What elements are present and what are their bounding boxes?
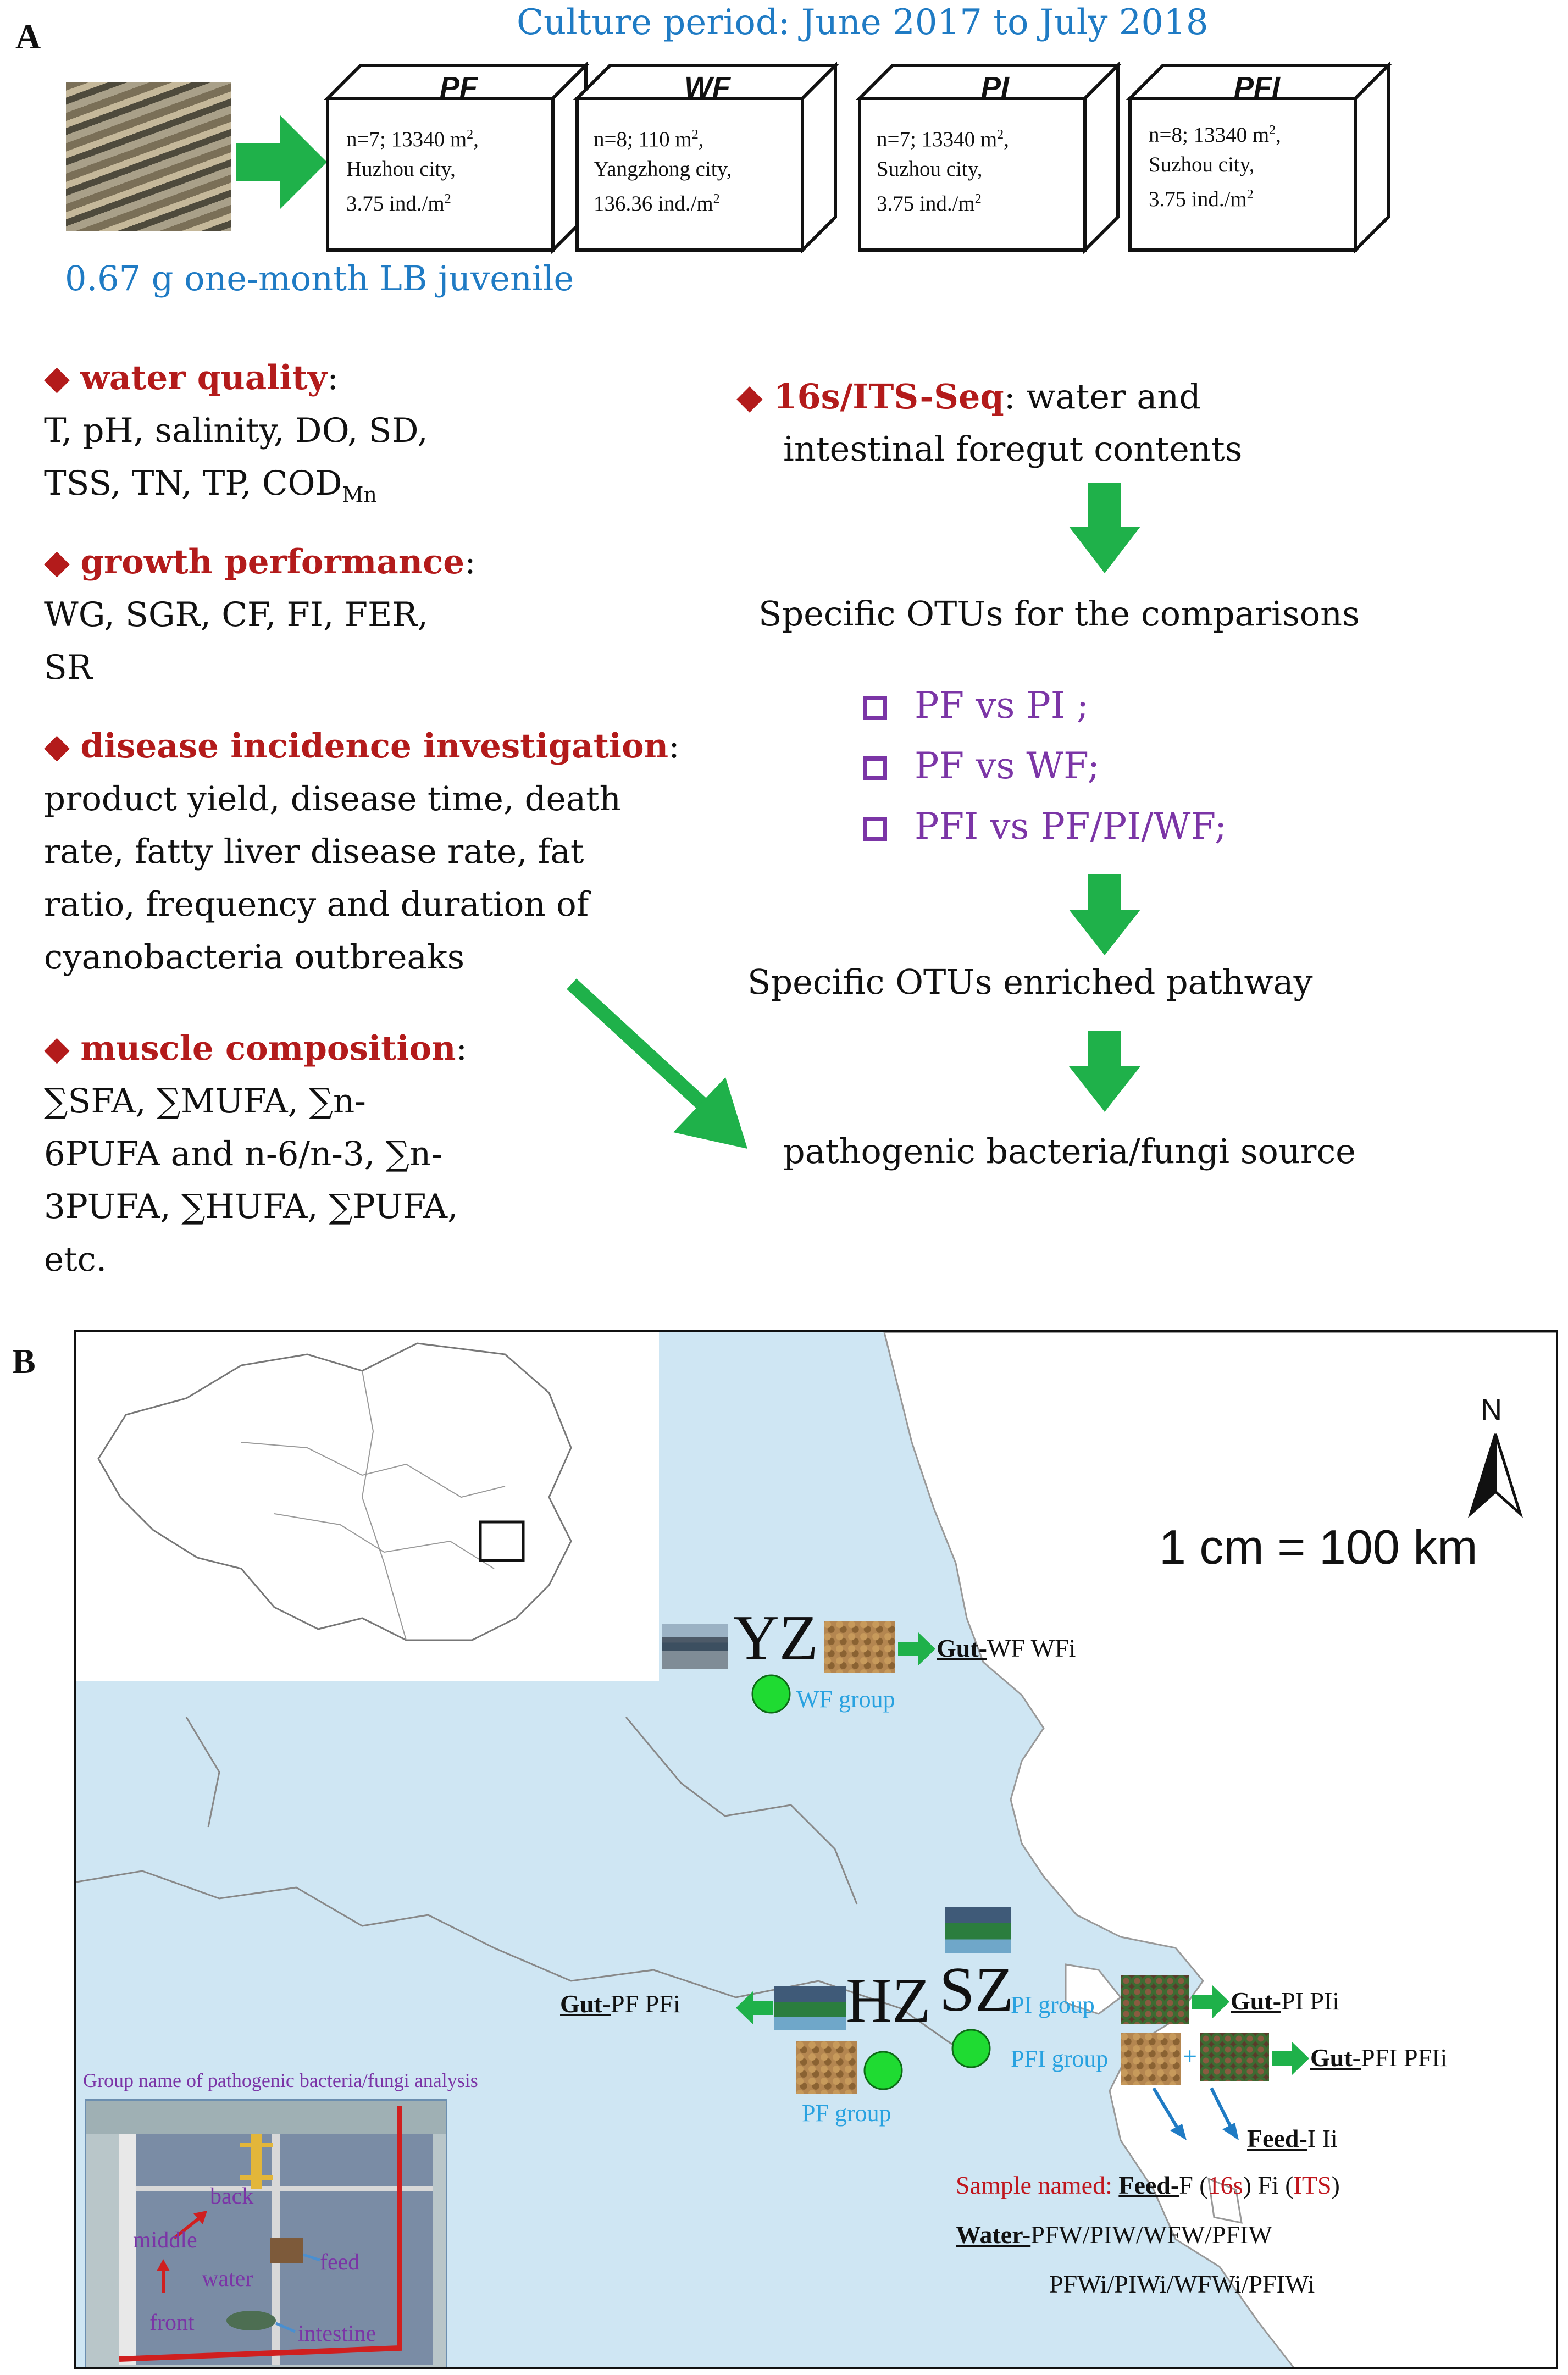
water-quality-heading: water quality — [80, 358, 328, 397]
comparison-1: PF vs PI ; — [863, 684, 1089, 727]
inset-feed: feed — [320, 2250, 360, 2275]
right-arrow-icon — [1272, 2041, 1309, 2075]
pfi-feed-photo-b — [1200, 2033, 1269, 2081]
growth-heading: growth performance — [80, 542, 465, 582]
gut-wf-label: Gut-WF WFi — [937, 1634, 1076, 1662]
cube-pi-label: PI — [981, 71, 1010, 104]
site-hz: HZ — [846, 1966, 931, 2036]
cube-wf-text: n=8; 110 m2, Yangzhong city, 136.36 ind.… — [594, 128, 732, 215]
juvenile-caption: 0.67 g one-month LB juvenile — [65, 258, 574, 298]
site-sz: SZ — [939, 1955, 1014, 2025]
seq-line-2: intestinal foregut contents — [783, 429, 1243, 469]
disease-block: ◆ disease incidence investigation: produ… — [44, 727, 680, 977]
north-label: N — [1481, 1393, 1502, 1426]
down-arrow-icon — [1069, 483, 1140, 573]
water-label-2: PFWi/PIWi/WFWi/PFIWi — [1049, 2270, 1315, 2298]
left-arrow-icon — [736, 1991, 773, 2025]
gut-pf-label: Gut-PF PFi — [560, 1990, 680, 2018]
land-map — [76, 1332, 1556, 2367]
pi-group-label: PI group — [1011, 1991, 1095, 2018]
wf-site-marker — [751, 1674, 791, 1714]
north-arrow-icon — [1468, 1433, 1523, 1518]
gut-pi-label: Gut-PI PIi — [1231, 1987, 1340, 2015]
inset-front: front — [149, 2310, 195, 2335]
pf-group-label: PF group — [802, 2100, 891, 2127]
water-quality-block: ◆ water quality: T, pH, salinity, DO, SD… — [44, 358, 428, 507]
gut-pfi-label: Gut-PFI PFIi — [1310, 2044, 1448, 2072]
checkbox-icon — [863, 696, 887, 720]
comparison-2: PF vs WF; — [863, 745, 1100, 787]
right-arrow-icon — [236, 115, 327, 209]
sz-pond-photo — [945, 1907, 1011, 1953]
muscle-heading: muscle composition — [80, 1029, 456, 1068]
inset-water: water — [202, 2266, 253, 2291]
growth-block: ◆ growth performance: WG, SGR, CF, FI, F… — [44, 542, 476, 687]
disease-heading: disease incidence investigation — [80, 727, 669, 766]
cube-pfi-label: PFI — [1234, 71, 1281, 104]
pi-pfi-site-marker — [951, 2029, 991, 2068]
plus-sign: + — [1183, 2042, 1197, 2070]
feed-i-label: Feed-I Ii — [1247, 2124, 1338, 2152]
feed-arrows — [1152, 2087, 1239, 2140]
cube-pi-text: n=7; 13340 m2, Suzhou city, 3.75 ind./m2 — [877, 128, 1009, 215]
hz-pond-photo — [774, 1986, 846, 2030]
pathway-text: Specific OTUs enriched pathway — [747, 962, 1313, 1002]
cube-pf-text: n=7; 13340 m2, Huzhou city, 3.75 ind./m2 — [346, 128, 479, 215]
panel-b-label: B — [12, 1342, 36, 1381]
pond-drawing — [86, 2101, 446, 2367]
source-text: pathogenic bacteria/fungi source — [783, 1131, 1356, 1171]
checkbox-icon — [863, 817, 887, 841]
scale-label: 1 cm = 100 km — [1159, 1520, 1478, 1574]
comparison-3: PFI vs PF/PI/WF; — [863, 805, 1227, 848]
inset-title: Group name of pathogenic bacteria/fungi … — [83, 2069, 478, 2091]
juvenile-fish-photo — [66, 82, 231, 231]
down-arrow-icon — [1069, 1031, 1140, 1112]
pi-feed-photo — [1121, 1975, 1189, 2024]
cube-pfi-text: n=8; 13340 m2, Suzhou city, 3.75 ind./m2 — [1149, 123, 1281, 211]
wf-group-label: WF group — [796, 1686, 895, 1713]
seq-line-1: ◆ 16s/ITS-Seq: water and — [736, 377, 1201, 417]
pfi-feed-photo-a — [1121, 2033, 1181, 2085]
pond-inset: back middle water feed front intestine — [85, 2099, 447, 2367]
yz-feed-photo — [824, 1621, 895, 1673]
specific-otus-text: Specific OTUs for the comparisons — [758, 594, 1360, 634]
water-label-1: Water-PFW/PIW/WFW/PFIW — [956, 2221, 1272, 2249]
group-cubes — [324, 61, 1393, 254]
down-arrow-icon — [1069, 874, 1140, 955]
right-arrow-icon — [1192, 1985, 1229, 2019]
yz-farm-photo — [662, 1624, 728, 1669]
diagonal-arrow-icon — [567, 978, 747, 1149]
cube-wf-label: WF — [684, 71, 730, 104]
muscle-block: ◆ muscle composition: ∑SFA, ∑MUFA, ∑n- 6… — [44, 1029, 468, 1279]
hz-feed-photo — [796, 2041, 857, 2094]
pfi-group-label: PFI group — [1011, 2045, 1109, 2072]
inset-middle: middle — [133, 2228, 197, 2253]
checkbox-icon — [863, 756, 887, 780]
pf-site-marker — [863, 2051, 903, 2090]
culture-period-title: Culture period: June 2017 to July 2018 — [517, 2, 1209, 43]
site-yz: YZ — [733, 1603, 818, 1673]
right-arrow-icon — [898, 1632, 935, 1666]
inset-back: back — [210, 2184, 254, 2209]
map-panel: N 1 cm = 100 km YZ Gut-WF WFi WF group G… — [74, 1330, 1558, 2369]
sample-named-label: Sample named: Feed-F (16s) Fi (ITS) — [956, 2171, 1340, 2199]
panel-a-label: A — [15, 17, 41, 56]
cube-pf-label: PF — [440, 71, 478, 104]
inset-intestine: intestine — [298, 2321, 376, 2346]
